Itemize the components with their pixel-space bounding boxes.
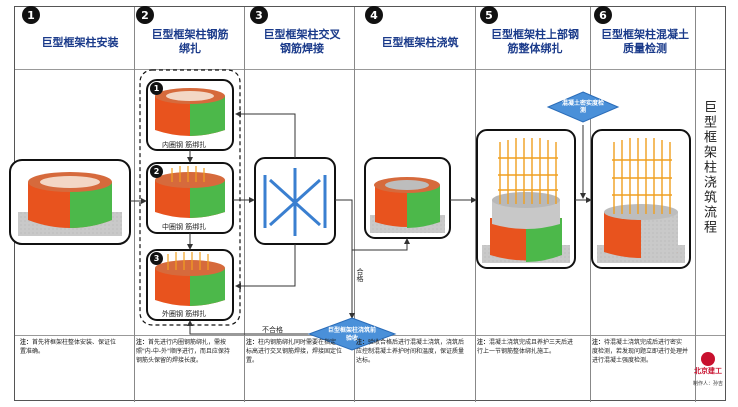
col-sep-6 xyxy=(695,7,696,402)
step-5-title: 巨型框架柱上部钢筋整体绑扎 xyxy=(491,28,579,55)
upper-rebar-illustration xyxy=(482,138,570,263)
note-4: 注：验收合格后进行混凝土浇筑，浇筑后应控制混凝土养护时间和温度，保证质量达标。 xyxy=(356,339,465,364)
decision-label: 巨型框架柱浇筑前验收 xyxy=(327,327,376,342)
cross-weld-illustration xyxy=(263,168,327,236)
step-3-title: 巨型框架柱交叉钢筋焊接 xyxy=(263,28,341,55)
logo-icon xyxy=(701,352,715,366)
note-1: 注：首先将框架柱整体安装、保证位置准确。 xyxy=(20,339,117,355)
sub-step-1-label: 内圈钢 筋绑扎 xyxy=(162,141,207,149)
pouring-illustration xyxy=(370,177,445,233)
sub-step-2-number: 2 xyxy=(150,165,163,178)
rebar-group-box xyxy=(139,69,241,326)
step-3-number: 3 xyxy=(250,6,268,24)
note-6: 注：待混凝土浇筑完成后进行密实度检测，若发现问题立即进行处理并进行混凝土强度检测… xyxy=(592,339,689,364)
column-1-illustration xyxy=(18,172,122,236)
arrow-cross-to-inner xyxy=(235,111,296,158)
col-sep-2 xyxy=(244,7,245,402)
maker-label: 制作人：孙吉 xyxy=(692,381,723,387)
sub-step-3-label: 外圈钢 筋绑扎 xyxy=(162,310,207,318)
col-sep-3 xyxy=(354,7,355,402)
inspection-label: 混凝土密实度检测 xyxy=(561,100,604,114)
step-6-title: 巨型框架柱混凝土质量检测 xyxy=(601,28,689,55)
logo-name: 北京建工 xyxy=(694,367,722,375)
step-2-title: 巨型框架柱钢筋绑扎 xyxy=(151,28,229,55)
step-6-number: 6 xyxy=(594,6,612,24)
note-3: 注：柱内钢筋绑扎同时需要在指定标高进行交叉钢筋焊接，焊接固定位置。 xyxy=(246,339,343,364)
inner-rebar-illustration xyxy=(155,88,225,136)
sub-step-2-label: 中圈钢 筋绑扎 xyxy=(162,223,207,231)
fail-label: 不合格 xyxy=(262,326,283,334)
step-5-number: 5 xyxy=(480,6,498,24)
middle-rebar-illustration xyxy=(155,166,225,218)
col-sep-1 xyxy=(134,7,135,402)
quality-illustration xyxy=(597,138,685,263)
side-title: 巨型框架柱浇筑流程 xyxy=(701,100,716,235)
note-2: 注：首先进行内圈钢筋绑扎，需按照"内-中-外"顺序进行，而且应保持钢筋头保留的焊… xyxy=(136,339,230,364)
sub-step-1-number: 1 xyxy=(150,82,163,95)
arrow-decision-pass xyxy=(351,238,410,300)
decision-diamond xyxy=(307,317,397,351)
outer-rebar-illustration xyxy=(155,252,225,306)
step-4-title: 巨型框架柱浇筑 xyxy=(381,36,459,49)
col-sep-5 xyxy=(590,7,591,402)
step-1-title: 巨型框架柱安装 xyxy=(41,36,119,49)
step-4-number: 4 xyxy=(365,6,383,24)
pass-label: 合格 xyxy=(356,268,364,282)
sub-step-3-number: 3 xyxy=(150,252,163,265)
inspection-diamond xyxy=(546,91,620,123)
arrow-cross-to-outer xyxy=(235,244,296,289)
step-2-number: 2 xyxy=(136,6,154,24)
step-1-number: 1 xyxy=(22,6,40,24)
col-sep-4 xyxy=(475,7,476,402)
header-divider xyxy=(15,69,725,70)
arrow-decision-fail xyxy=(187,320,318,335)
company-logo: 北京建工 制作人：孙吉 xyxy=(692,352,724,387)
note-5: 注：混凝土浇筑完成且养护三天后进行上一节钢筋整体绑扎施工。 xyxy=(477,339,574,355)
arrow-cross-to-decision xyxy=(335,199,355,319)
